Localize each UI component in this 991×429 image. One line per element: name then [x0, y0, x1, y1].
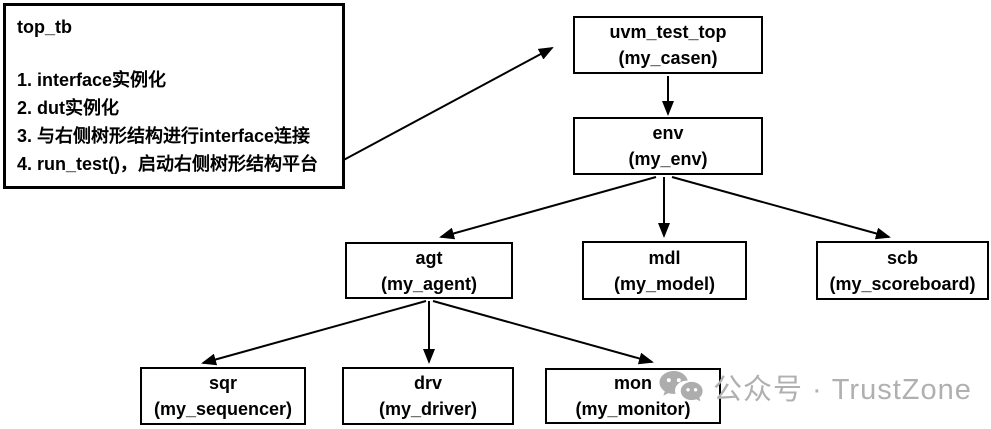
node-scb-label: scb [886, 247, 919, 268]
node-sqr: sqr (my_sequencer) [140, 367, 306, 425]
node-drv: drv (my_driver) [342, 367, 514, 425]
node-mon-sublabel: (my_monitor) [575, 399, 691, 419]
node-uvm-test-top-sublabel: (my_casen) [618, 48, 718, 68]
node-uvm-test-top-label: uvm_test_top [609, 22, 727, 42]
arrow-toptb-to-uvmtesttop [337, 47, 554, 164]
node-sqr-label: sqr [208, 373, 237, 393]
wechat-icon [659, 371, 703, 402]
node-mdl: mdl (my_model) [582, 241, 747, 300]
top-tb-line-3: 3. 与右侧树形结构进行interface连接 [17, 126, 311, 146]
watermark-text: 公众号 · TrustZone [713, 374, 972, 406]
arrow-agt-to-mon [432, 300, 654, 365]
node-env-label: env [652, 123, 684, 143]
node-sqr-sublabel: (my_sequencer) [153, 399, 293, 419]
top-tb-line-1: 1. interface实例化 [17, 70, 167, 90]
node-mon-label: mon [614, 373, 652, 393]
node-drv-sublabel: (my_driver) [378, 399, 478, 419]
top-tb-title: top_tb [17, 17, 72, 37]
arrow-env-to-agt [439, 176, 657, 240]
node-env: env (my_env) [573, 117, 763, 175]
watermark: 公众号 · TrustZone [658, 366, 972, 408]
top-tb-line-4: 4. run_test()，启动右侧树形结构平台 [17, 154, 319, 174]
node-scb: scb (my_scoreboard) [816, 241, 989, 300]
arrow-env-to-scb [671, 176, 891, 240]
node-env-sublabel: (my_env) [628, 149, 708, 169]
node-agt: agt (my_agent) [345, 242, 513, 299]
arrow-agt-to-sqr [201, 300, 427, 366]
node-uvm-test-top: uvm_test_top (my_casen) [573, 16, 763, 74]
node-mdl-label: mdl [648, 247, 681, 268]
node-mon: mon (my_monitor) [545, 368, 721, 424]
node-agt-label: agt [415, 247, 443, 268]
top-tb-box: top_tb 1. interface实例化 2. dut实例化 3. 与右侧树… [3, 3, 345, 189]
top-tb-line-2: 2. dut实例化 [17, 98, 119, 118]
node-drv-label: drv [413, 373, 442, 393]
node-mdl-sublabel: (my_model) [613, 273, 716, 294]
top-tb-spacer [17, 41, 331, 66]
node-scb-sublabel: (my_scoreboard) [829, 273, 976, 294]
node-agt-sublabel: (my_agent) [380, 273, 478, 294]
